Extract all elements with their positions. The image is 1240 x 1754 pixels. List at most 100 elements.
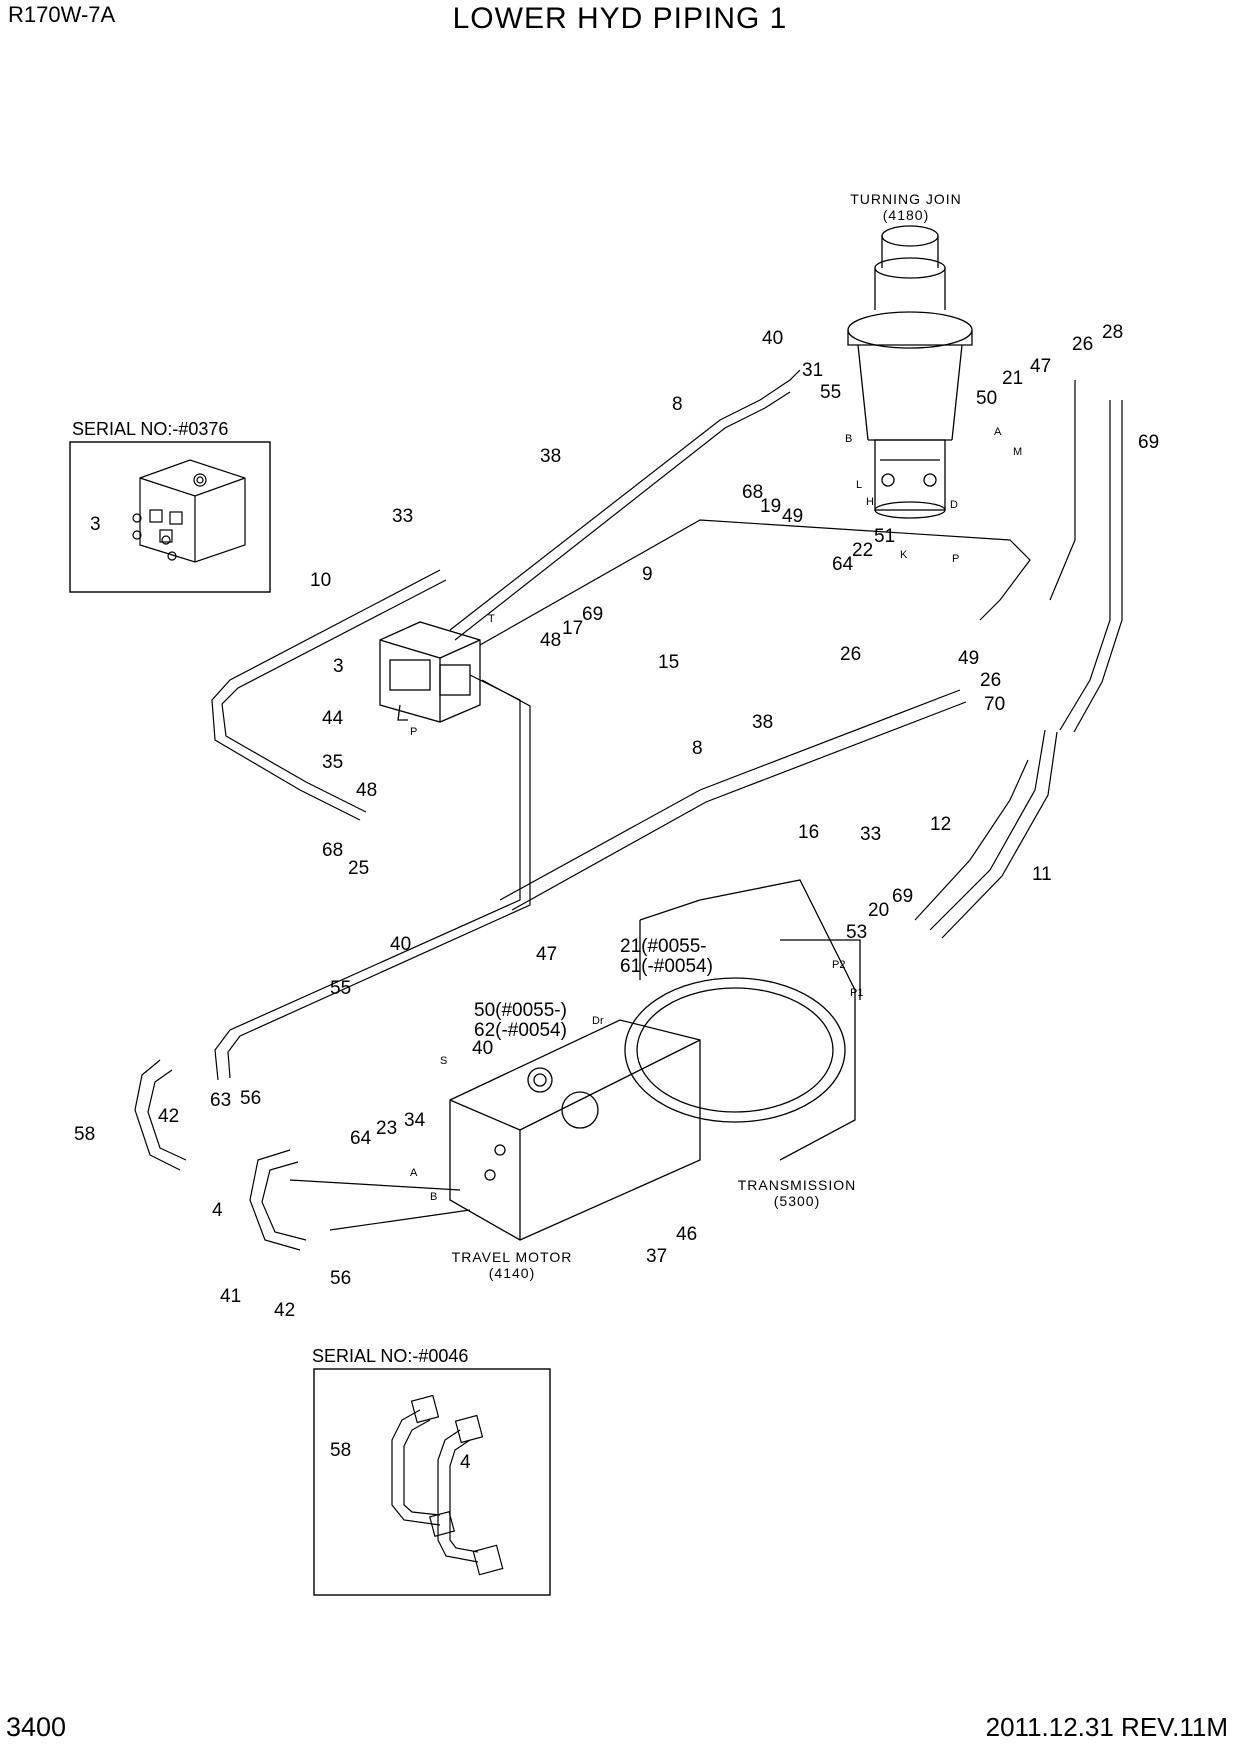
inset-serial-bottom: SERIAL NO:-#0046 — [312, 1346, 468, 1366]
port-letter: K — [900, 549, 908, 561]
callout-label: 38 — [752, 712, 773, 733]
callout-label: 44 — [322, 708, 344, 729]
callout-label: 47 — [1030, 356, 1051, 377]
callouts: 40 31 55 8 26 28 47 21 50 69 38 33 68 19… — [74, 322, 1159, 1473]
callout-label: 26 — [1072, 334, 1093, 355]
inset-box-bottom — [313, 1368, 551, 1596]
callout-label: 64 — [832, 554, 854, 575]
callout-label: 11 — [1032, 864, 1052, 885]
page-title: LOWER HYD PIPING 1 — [452, 2, 788, 35]
callout-label: 38 — [540, 446, 561, 467]
callout-label: 58 — [330, 1440, 351, 1461]
model-code: R170W-7A — [8, 2, 116, 27]
port-letter: P2 — [832, 959, 845, 971]
callout-label: 47 — [536, 944, 557, 965]
callout-label: 68 — [742, 482, 763, 503]
callout-label: 50 — [976, 388, 997, 409]
callout-label: 42 — [274, 1300, 295, 1321]
callout-label: 53 — [846, 922, 867, 943]
callout-label: 37 — [646, 1246, 667, 1267]
callout-label: 4 — [460, 1452, 471, 1473]
callout-label: 8 — [692, 738, 703, 759]
callout-label: 34 — [404, 1110, 426, 1131]
page-number: 3400 — [6, 1712, 67, 1742]
callout-label: 28 — [1102, 322, 1123, 343]
port-letter: T — [488, 613, 495, 625]
port-letter: H — [866, 496, 874, 508]
port-letter: A — [994, 426, 1002, 438]
callout-label: 55 — [820, 382, 841, 403]
port-letters: A M L H D K P B T P S A B P2 P1 Dr — [410, 426, 1022, 1203]
callout-label: 19 — [760, 496, 781, 517]
transmission-number: (5300) — [774, 1193, 820, 1209]
callout-label: 23 — [376, 1118, 397, 1139]
callout-label: 12 — [930, 814, 951, 835]
callout-label: 21(#0055- — [620, 936, 707, 957]
transmission — [624, 879, 861, 1161]
inset-valve-block — [132, 459, 246, 563]
callout-label: 62(-#0054) — [474, 1020, 567, 1041]
callout-label: 55 — [330, 978, 351, 999]
callout-label: 25 — [348, 858, 369, 879]
port-letter: B — [430, 1191, 437, 1203]
callout-label: 46 — [676, 1224, 697, 1245]
port-letter: P — [410, 726, 417, 738]
callout-label: 10 — [310, 570, 331, 591]
turning-join-number: (4180) — [883, 207, 929, 223]
port-letter: D — [950, 499, 958, 511]
callout-label: 40 — [762, 328, 783, 349]
port-letter: L — [856, 479, 862, 491]
pipes — [134, 369, 1123, 1251]
control-valve — [379, 621, 481, 723]
callout-label: 3 — [333, 656, 344, 677]
transmission-caption: TRANSMISSION — [738, 1177, 857, 1193]
callout-label: 56 — [240, 1088, 261, 1109]
turning-join-caption: TURNING JOIN — [850, 191, 962, 207]
port-letter: P1 — [850, 987, 863, 999]
callout-label: 40 — [472, 1038, 493, 1059]
callout-label: 61(-#0054) — [620, 956, 713, 977]
inset-box-top — [69, 441, 271, 593]
callout-label: 16 — [798, 822, 819, 843]
callout-label: 9 — [642, 564, 653, 585]
port-letter: P — [952, 553, 959, 565]
callout-label: 56 — [330, 1268, 351, 1289]
callout-label: 20 — [868, 900, 889, 921]
callout-label: 26 — [980, 670, 1001, 691]
callout-label: 63 — [210, 1090, 231, 1111]
callout-label: 31 — [802, 360, 823, 381]
callout-label: 22 — [852, 540, 873, 561]
callout-label: 41 — [220, 1286, 241, 1307]
callout-label: 68 — [322, 840, 343, 861]
callout-label: 48 — [356, 780, 377, 801]
travel-motor-caption: TRAVEL MOTOR — [452, 1249, 573, 1265]
callout-label: 8 — [672, 394, 683, 415]
callout-label: 17 — [562, 618, 583, 639]
revision-date: 2011.12.31 REV.11M — [985, 1712, 1228, 1742]
inset-serial-top: SERIAL NO:-#0376 — [72, 419, 228, 439]
turning-joint — [847, 225, 973, 519]
callout-label: 69 — [1138, 432, 1159, 453]
callout-label: 3 — [90, 514, 101, 535]
callout-label: 49 — [782, 506, 803, 527]
callout-label: 15 — [658, 652, 679, 673]
port-letter: A — [410, 1167, 418, 1179]
callout-label: 70 — [984, 694, 1005, 715]
component-captions: TURNING JOIN (4180) TRANSMISSION (5300) … — [452, 191, 962, 1281]
callout-label: 40 — [390, 934, 411, 955]
callout-label: 4 — [212, 1200, 223, 1221]
port-letter: Dr — [592, 1015, 604, 1027]
callout-label: 35 — [322, 752, 343, 773]
callout-label: 51 — [874, 526, 895, 547]
port-letter: M — [1013, 446, 1022, 458]
travel-motor — [449, 1019, 701, 1241]
travel-motor-number: (4140) — [489, 1265, 535, 1281]
callout-label: 50(#0055-) — [474, 1000, 567, 1021]
callout-label: 42 — [158, 1106, 179, 1127]
port-letter: S — [440, 1055, 447, 1067]
inset-tubes — [391, 1394, 504, 1576]
callout-label: 33 — [860, 824, 881, 845]
callout-label: 33 — [392, 506, 413, 527]
callout-label: 49 — [958, 648, 979, 669]
